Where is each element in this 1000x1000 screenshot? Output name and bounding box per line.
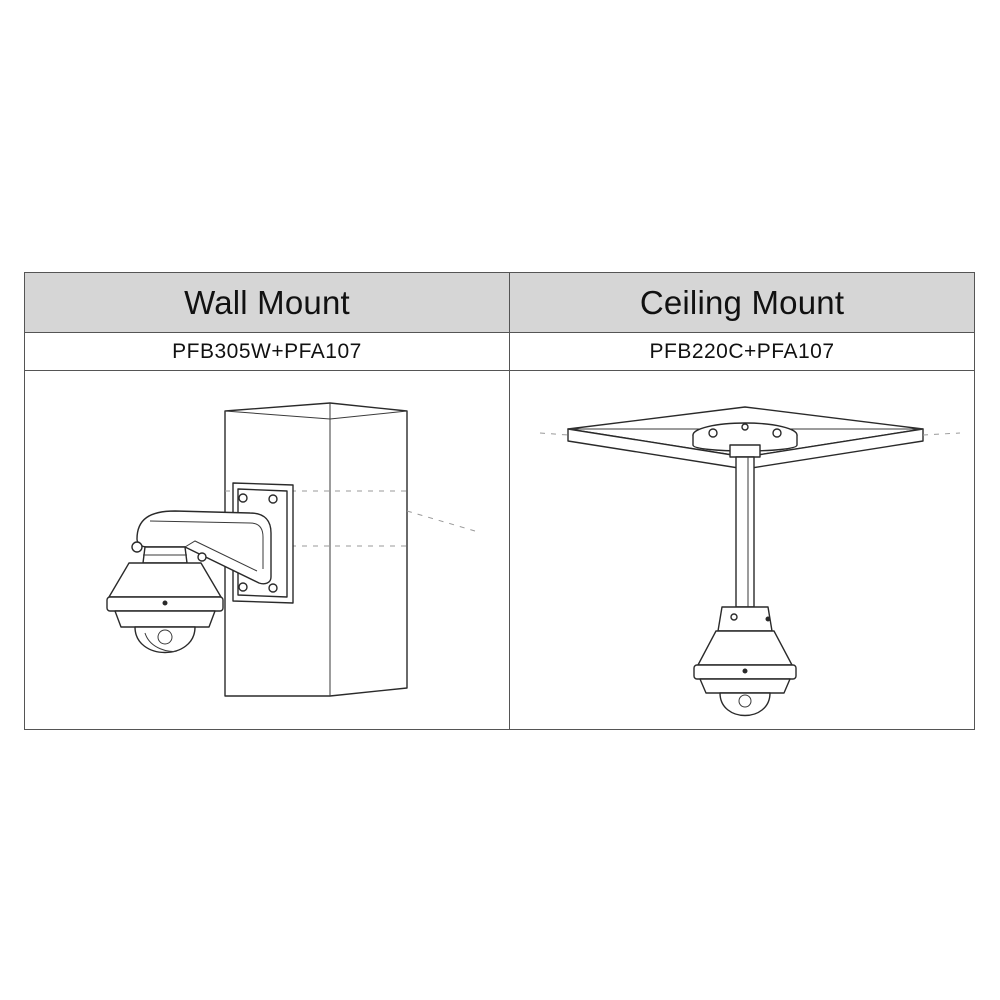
wall-mount-header: Wall Mount	[25, 273, 510, 333]
wall-mount-model: PFB305W+PFA107	[25, 333, 510, 371]
ceiling-mount-camera-drawing	[539, 406, 961, 717]
wall-mount-drawing-cell	[25, 371, 510, 729]
ceiling-mount-model: PFB220C+PFA107	[510, 333, 974, 371]
ceiling-mount-drawing-cell	[510, 371, 974, 729]
wall-mount-camera-drawing	[106, 402, 476, 697]
mount-options-table: Wall Mount Ceiling Mount PFB305W+PFA107 …	[24, 272, 975, 730]
ceiling-mount-header: Ceiling Mount	[510, 273, 974, 333]
